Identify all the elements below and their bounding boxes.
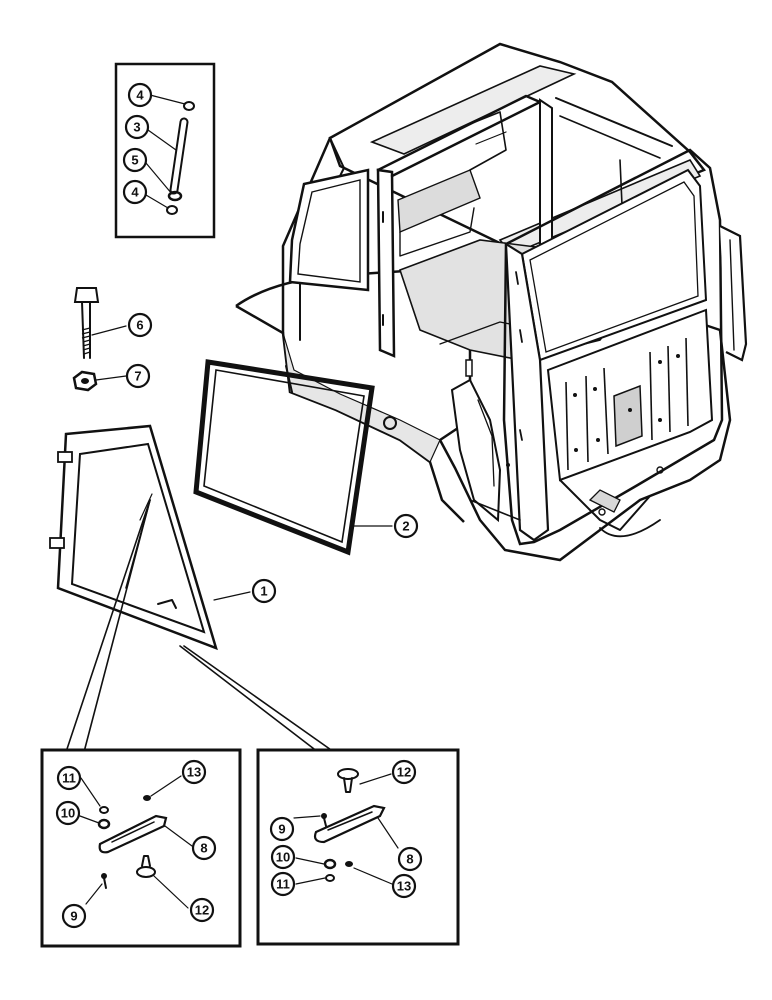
callout-label: 10 xyxy=(61,806,75,821)
callout-circle xyxy=(122,147,148,173)
callout-c1: 1 xyxy=(251,578,277,604)
callout-r12: 12 xyxy=(391,759,417,785)
tractor-cab xyxy=(235,42,748,562)
callout-label: 3 xyxy=(133,120,140,135)
latch-detail-right-inset xyxy=(256,748,460,946)
callout-l13: 13 xyxy=(181,759,207,785)
callout-circle xyxy=(391,873,417,899)
callout-c7: 7 xyxy=(125,363,151,389)
nut-part xyxy=(72,370,127,392)
callout-circle xyxy=(269,816,295,842)
callout-circle xyxy=(270,871,296,897)
window-seal-part xyxy=(193,359,393,556)
snap-ring-bottom xyxy=(166,205,178,215)
callout-label: 11 xyxy=(62,771,76,786)
callout-label: 4 xyxy=(131,185,139,200)
callout-label: 4 xyxy=(136,88,144,103)
callout-c4a: 4 xyxy=(127,82,153,108)
callout-c3: 3 xyxy=(124,114,150,140)
callout-circle xyxy=(122,179,148,205)
callout-label: 9 xyxy=(70,909,77,924)
callout-r8: 8 xyxy=(397,846,423,872)
callout-circle xyxy=(125,363,151,389)
callout-circle xyxy=(189,897,215,923)
callout-circle xyxy=(397,846,423,872)
callout-c6: 6 xyxy=(127,312,153,338)
callout-r11: 11 xyxy=(270,871,296,897)
callout-circle xyxy=(127,312,153,338)
callout-circle xyxy=(124,114,150,140)
callout-c5: 5 xyxy=(122,147,148,173)
callout-label: 6 xyxy=(136,318,143,333)
callout-label: 2 xyxy=(402,519,409,534)
callout-circle xyxy=(191,835,217,861)
callout-circle xyxy=(391,759,417,785)
rod-assembly-inset xyxy=(114,62,216,239)
callout-label: 13 xyxy=(397,879,411,894)
snap-ring-top xyxy=(183,101,195,111)
callout-circle xyxy=(127,82,153,108)
callout-label: 12 xyxy=(195,903,209,918)
callout-circle xyxy=(55,800,81,826)
callout-circle xyxy=(270,844,296,870)
callout-label: 7 xyxy=(134,369,141,384)
callout-circle xyxy=(181,759,207,785)
rod-part xyxy=(169,117,189,195)
callout-circle xyxy=(251,578,277,604)
callout-label: 13 xyxy=(187,765,201,780)
callout-r10: 10 xyxy=(270,844,296,870)
callout-label: 5 xyxy=(131,153,138,168)
callout-circle xyxy=(393,513,419,539)
callout-label: 1 xyxy=(260,584,267,599)
callout-l11: 11 xyxy=(56,765,82,791)
callout-label: 8 xyxy=(200,841,207,856)
callout-label: 11 xyxy=(276,877,290,892)
callout-label: 12 xyxy=(397,765,411,780)
callout-label: 8 xyxy=(406,852,413,867)
callout-r9: 9 xyxy=(269,816,295,842)
callout-l12: 12 xyxy=(189,897,215,923)
window-glass-part xyxy=(49,424,251,651)
callout-circle xyxy=(56,765,82,791)
washer-part xyxy=(167,190,183,202)
callout-circle xyxy=(61,903,87,929)
callout-l9: 9 xyxy=(61,903,87,929)
callout-c2: 2 xyxy=(393,513,419,539)
detail-projection-lines xyxy=(65,499,335,753)
callout-label: 9 xyxy=(278,822,285,837)
callout-l8: 8 xyxy=(191,835,217,861)
callout-r13: 13 xyxy=(391,873,417,899)
callout-label: 10 xyxy=(276,850,290,865)
bolt-part xyxy=(73,287,127,359)
callout-c4b: 4 xyxy=(122,179,148,205)
callout-l10: 10 xyxy=(55,800,81,826)
